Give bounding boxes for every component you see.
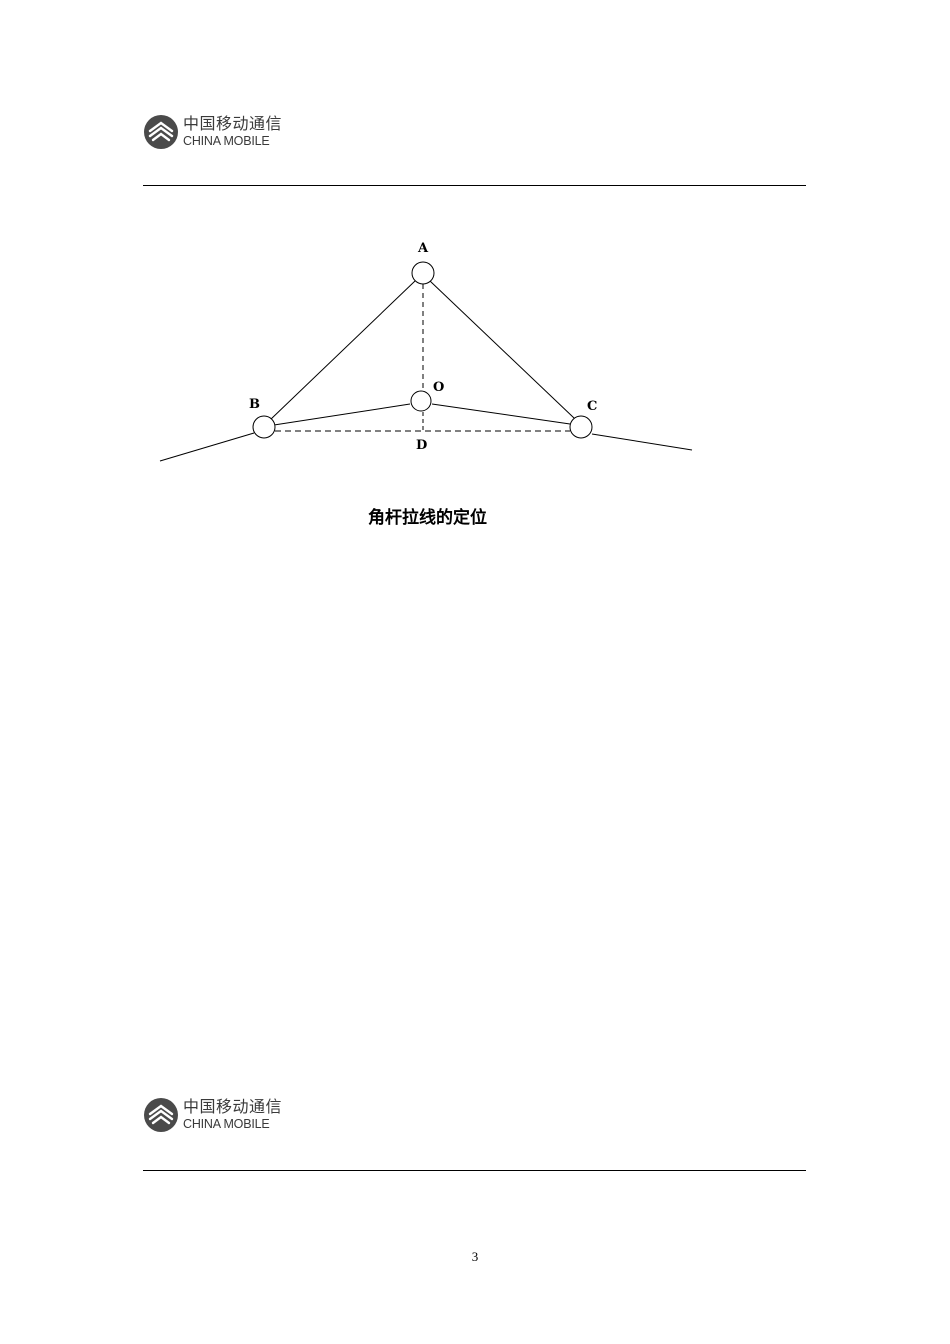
- guy-wire-diagram: A B C O D: [159, 241, 693, 462]
- footer-divider: [143, 1170, 806, 1171]
- footer-logo: 中国移动通信 CHINA MOBILE: [143, 1097, 282, 1133]
- logo-chinese-text: 中国移动通信: [183, 1097, 283, 1117]
- label-o: O: [433, 380, 444, 395]
- pole-b-circle: [252, 415, 276, 439]
- header-divider: [143, 185, 806, 186]
- logo-chinese-text: 中国移动通信: [183, 114, 283, 134]
- label-c: C: [587, 399, 597, 414]
- pole-a-circle: [411, 261, 435, 285]
- china-mobile-logo-icon: [144, 1098, 178, 1132]
- line-right-extension: [591, 433, 693, 451]
- logo-english-text: CHINA MOBILE: [183, 1117, 270, 1132]
- label-b: B: [249, 397, 260, 412]
- line-a-b: [269, 280, 416, 421]
- logo-english-text: CHINA MOBILE: [183, 134, 270, 149]
- header-logo: 中国移动通信 CHINA MOBILE: [143, 114, 282, 150]
- line-b-o: [273, 403, 411, 426]
- page-number: 3: [471, 1249, 479, 1264]
- line-o-c: [431, 403, 571, 425]
- pole-o-circle: [410, 390, 432, 412]
- china-mobile-logo-icon: [144, 115, 178, 149]
- pole-c-circle: [569, 415, 593, 439]
- line-a-c: [429, 280, 575, 419]
- label-d: D: [416, 438, 427, 453]
- label-a: A: [417, 241, 429, 256]
- line-left-extension: [159, 432, 255, 462]
- diagram-caption: 角杆拉线的定位: [368, 508, 487, 528]
